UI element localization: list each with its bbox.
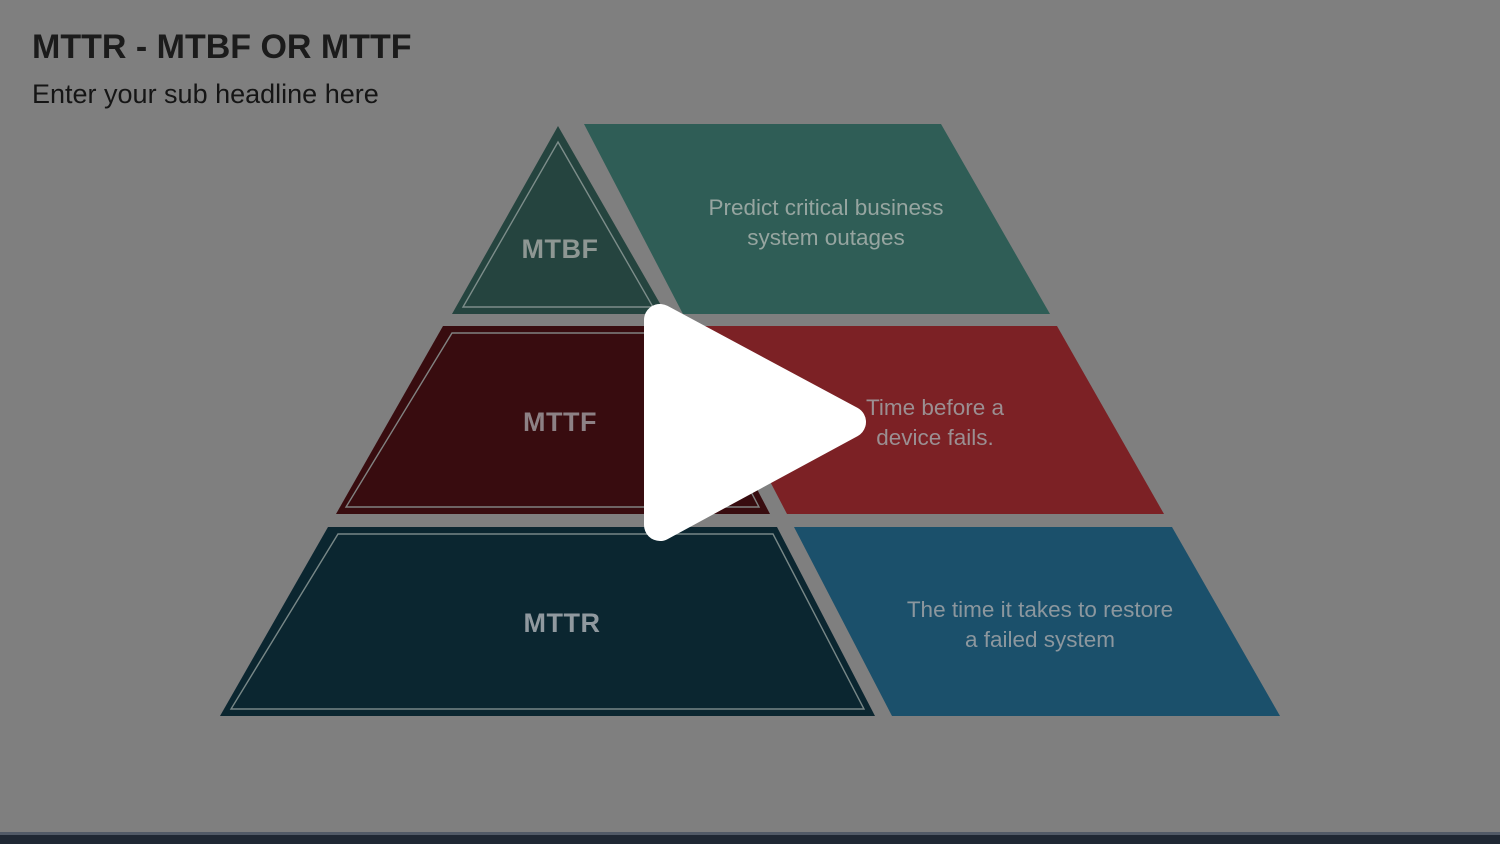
pyramid-level-2-description-line2: device fails. (876, 425, 994, 450)
pyramid-level-3-dark-shape (220, 527, 875, 716)
play-icon[interactable] (644, 304, 866, 541)
player-bar-top-edge (0, 832, 1500, 835)
pyramid-level-2-description-line1: Time before a (866, 395, 1004, 420)
pyramid-level-1-light-shape (584, 124, 1050, 314)
slide-subtitle: Enter your sub headline here (32, 79, 379, 109)
pyramid-level-3-description-line2: a failed system (965, 627, 1115, 652)
pyramid-level-2-light-shape (689, 326, 1164, 514)
slide-title: MTTR - MTBF OR MTTF (32, 28, 412, 66)
pyramid-level-2-label: MTTF (523, 407, 597, 437)
pyramid-level-3-light-shape (794, 527, 1280, 716)
pyramid-level-3-description-line1: The time it takes to restore (907, 597, 1173, 622)
pyramid-level-2-inner-outline (344, 332, 761, 508)
pyramid-level-1-dark-shape (452, 126, 666, 314)
pyramid-level-1-description-line2: system outages (747, 225, 905, 250)
pyramid-level-3-label: MTTR (524, 608, 601, 638)
pyramid-level-1-label: MTBF (522, 234, 599, 264)
pyramid-level-1-inner-outline (461, 140, 655, 308)
pyramid-level-3-inner-outline (229, 533, 866, 710)
pyramid-level-1-description-line1: Predict critical business (708, 195, 943, 220)
player-control-bar[interactable] (0, 835, 1500, 844)
